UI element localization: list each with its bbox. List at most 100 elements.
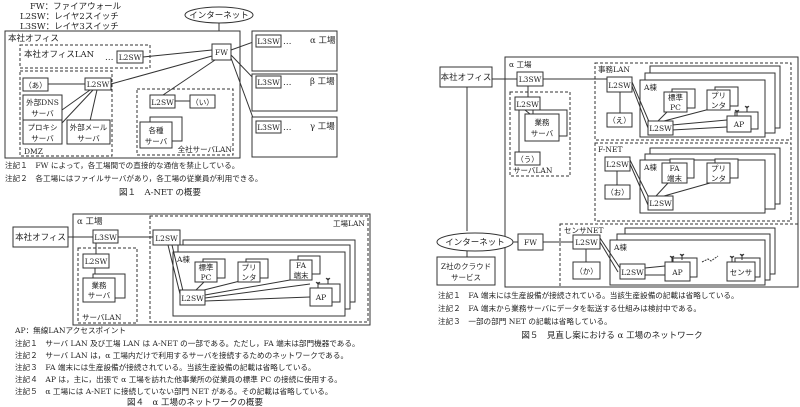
fa-terminal [661,162,688,184]
biz-server-label: サーバ [531,129,554,138]
dmz-l2sw-node [84,77,112,91]
l3sw-label: L3SW [94,233,117,242]
ap-label: AP [671,268,682,277]
l2sw-label: L2SW [608,81,631,90]
l3sw-node [92,229,119,244]
fw-label: FW [524,238,537,247]
ellipsis: … [283,78,292,88]
wireless-link-icon [701,255,719,263]
f-net-zone [594,142,792,222]
l2sw-label: L2SW [119,53,142,62]
mail-label: 外部メール [70,122,108,132]
ellipsis: … [105,53,114,63]
printer-label: プリ [711,91,726,100]
legend-l3sw: L3SW：レイヤ3スイッチ [20,22,119,32]
various-servers [139,121,173,149]
figure-5-proposed-alpha-network: 本社オフィス α 工場 L3SW L2SW 業務サーバ （う） サーバLAN 事… [436,56,799,341]
node-a-blank [22,77,49,92]
external-dns-server [22,94,63,121]
alpha-factory-label: α 工場 [509,59,532,69]
building-a-label: A棟 [176,254,190,264]
biz-server-label: 業務 [92,280,107,290]
internet-label: インターネット [189,11,249,21]
sensor [726,261,756,282]
l3sw-label: L3SW [257,37,280,46]
l2sw-label: L2SW [516,100,539,109]
l2sw-node [647,120,674,136]
l2sw-node [606,76,633,93]
printer [706,89,731,111]
fw-node [517,233,544,251]
printer-label: ンタ [711,174,726,183]
ellipsis: … [283,123,292,133]
ap-legend: AP：無線LANアクセスポイント [14,325,126,335]
node-i-blank [189,94,216,109]
l2sw-node [647,195,674,211]
printer-label: ンタ [242,273,257,282]
hq-office-label: 本社オフィス [8,33,59,44]
pc-label: PC [670,103,681,112]
printer-label: プリ [242,263,257,272]
fw-node [211,43,232,61]
sensor-net-zone [559,223,799,288]
printer [706,162,731,184]
biz-server-label: 業務 [535,117,550,127]
pc-label: 標準 [668,92,683,102]
legend-l2sw: L2SW：レイヤ2スイッチ [20,12,119,22]
l2sw-label: L2SW [181,294,204,303]
node-u-blank [514,151,541,166]
node-e-label: （え） [608,116,631,125]
company-server-lan-zone [136,88,234,156]
business-server [524,113,560,142]
dns-label: サーバ [31,109,54,118]
cloud-label: Z社のクラウド [441,261,491,271]
fig4-note-5: 注記５ α 工場には A-NET に接続していない部門 NET がある。その記載… [15,386,332,396]
fa-label: FA [670,164,681,173]
proxy-label: プロキシ [28,123,58,132]
pc-label: PC [201,273,212,282]
fig5-note-1: 注記１ FA 端末には生産設備が接続されている。当該生産設備の記載は省略している… [438,290,739,300]
proxy-server [22,119,63,145]
ap-label: AP [733,120,744,129]
dmz-zone [19,70,113,157]
ellipsis: … [283,37,292,47]
l2sw-label: L2SW [621,268,644,277]
factory-gamma: L3SW … γ 工場 [255,120,335,134]
l3sw-node [255,120,282,134]
node-o-label: （お） [606,188,629,197]
antenna-icon [315,277,331,288]
printer-label: プリ [711,164,726,173]
proxy-label: サーバ [31,134,54,143]
factory-lan-label: 工場LAN [333,218,365,228]
l3sw-node [516,71,544,87]
factory-beta: L3SW … β 工場 [255,75,335,89]
internet-label: インターネット [445,238,505,248]
node-ka-blank [572,261,601,280]
node-a-label: （あ） [24,81,47,90]
printer-label: ンタ [711,101,726,110]
hq-office-label: 本社オフィス [15,232,66,243]
l2sw-label: L2SW [649,199,672,208]
l2sw-label: L2SW [649,124,672,133]
l3sw-label: L3SW [257,78,280,87]
office-lan-label: 事務LAN [598,64,630,74]
l2sw-node [82,253,110,269]
fig5-note-2: 注記２ FA 端末から業務サーバにデータを転送する仕組みは検討中である。 [438,303,701,313]
fig4-note-4: 注記４ AP は，主に，出張で α 工場を訪れた他事業所の従業員の標準 PC の… [15,374,342,384]
factory-gamma-label: γ 工場 [310,121,335,132]
l2sw-node [514,96,541,111]
server-lan-zone [509,91,571,177]
external-mail-server [66,119,111,145]
node-u-label: （う） [516,155,539,164]
access-point [309,287,333,307]
building-a-label: A棟 [643,162,657,172]
building-a-label: A棟 [613,242,627,252]
antenna-icon [669,253,745,262]
hq-office-lan-zone [19,44,151,69]
business-server [82,277,116,303]
l2sw-label: L2SW [606,160,629,169]
office-lan-zone [594,62,792,141]
fig5-note-3: 注記３ 一部の部門 NET の記載は省略している。 [438,316,612,326]
l3sw-label: L3SW [519,75,542,84]
fa-label: FA [296,261,307,270]
